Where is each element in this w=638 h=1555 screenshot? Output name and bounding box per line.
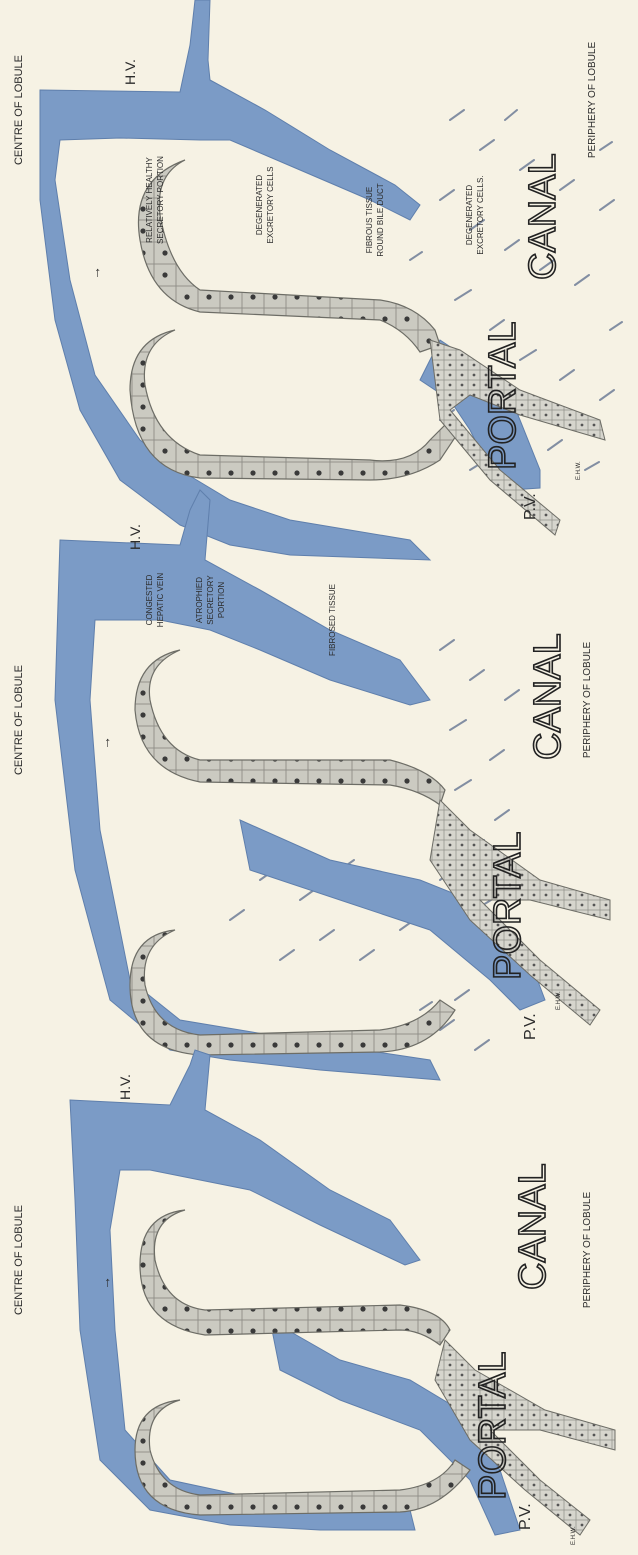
degen-b-label-3b: EXCRETORY CELLS. — [476, 175, 485, 254]
panel-1: CENTRE OF LOBULE H.V. → P.V. PORTAL CANA… — [13, 1050, 615, 1545]
healthy-label-3b: SECRETORY PORTION — [156, 156, 165, 244]
portal-label-2: PORTAL — [487, 831, 529, 980]
congested-label-2b: HEPATIC VEIN — [156, 573, 165, 628]
signature-1: E.H.W. — [571, 1526, 577, 1545]
signature-3: E.H.W. — [576, 461, 582, 480]
hepatic-vein-1 — [70, 1050, 420, 1530]
signature-2: E.H.W. — [556, 991, 562, 1010]
portal-label-1: PORTAL — [472, 1351, 514, 1500]
cell-column-1a — [140, 1210, 450, 1345]
congested-label-2a: CONGESTED — [145, 574, 154, 625]
hv-label-1: H.V. — [117, 1074, 133, 1100]
panel-3: CENTRE OF LOBULE H.V. → P.V. PORTAL CANA… — [13, 0, 622, 560]
fibrosed-label-2: FIBROSED TISSUE — [328, 584, 337, 656]
cell-column-3b — [130, 330, 460, 480]
centre-of-lobule-1: CENTRE OF LOBULE — [13, 1205, 25, 1315]
healthy-label-3a: RELATIVELY HEALTHY — [145, 157, 154, 243]
degen-b-label-3a: DEGENERATED — [465, 185, 474, 246]
degen-label-3b: EXCRETORY CELLS — [266, 167, 275, 244]
centre-of-lobule-2: CENTRE OF LOBULE — [13, 665, 25, 775]
periphery-label-2: PERIPHERY OF LOBULE — [582, 642, 593, 759]
atrophied-label-2c: PORTION — [217, 582, 226, 619]
panel-2: CENTRE OF LOBULE H.V. → P.V. PORTAL CANA… — [13, 490, 610, 1080]
canal-label-1: CANAL — [512, 1163, 554, 1290]
hv-label-3: H.V. — [122, 59, 138, 85]
hv-label-2: H.V. — [127, 524, 143, 550]
arrow-3: → — [87, 266, 103, 280]
arrow-1: → — [97, 1276, 113, 1290]
portal-label-3: PORTAL — [482, 321, 524, 470]
pv-label-3: P.V. — [522, 493, 539, 520]
pv-label-2: P.V. — [522, 1013, 539, 1040]
fibrous-label-3b: ROUND BILE DUCT — [376, 183, 385, 256]
cell-column-2b — [130, 930, 455, 1055]
periphery-label-1: PERIPHERY OF LOBULE — [582, 1192, 593, 1309]
degen-label-3a: DEGENERATED — [255, 175, 264, 236]
arrow-2: → — [97, 736, 113, 750]
canal-label-2: CANAL — [527, 633, 569, 760]
fibrous-label-3a: FIBROUS TISSUE — [365, 187, 374, 254]
atrophied-label-2b: SECRETORY — [206, 575, 215, 625]
pv-label-1: P.V. — [517, 1503, 534, 1530]
periphery-label-3: PERIPHERY OF LOBULE — [587, 42, 598, 159]
centre-of-lobule-3: CENTRE OF LOBULE — [13, 55, 25, 165]
atrophied-label-2a: ATROPHIED — [195, 577, 204, 623]
canal-label-3: CANAL — [522, 153, 564, 280]
